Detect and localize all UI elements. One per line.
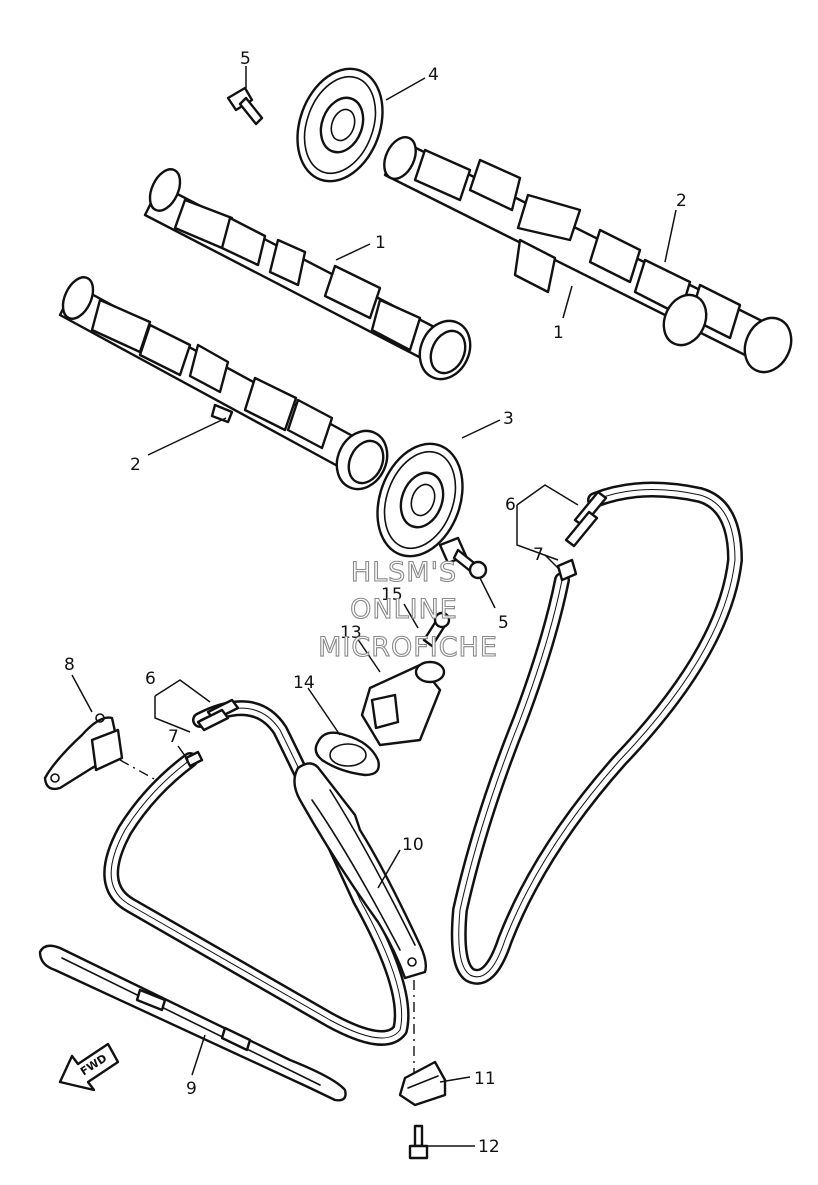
callout-11: 11 xyxy=(474,1069,496,1089)
guide-8-centerline xyxy=(119,759,166,786)
cam-sprocket-4 xyxy=(296,67,384,183)
callout-2-left: 2 xyxy=(130,455,141,475)
callout-14: 14 xyxy=(293,673,315,693)
watermark: HLSM'S ONLINE MICROFICHE xyxy=(318,556,498,663)
callout-9: 9 xyxy=(186,1079,197,1099)
watermark-line-3: MICROFICHE xyxy=(318,632,498,663)
tensioner-gasket-14 xyxy=(314,731,380,777)
chain-guide-10 xyxy=(293,762,428,980)
callout-6-right: 6 xyxy=(505,495,516,515)
callout-3: 3 xyxy=(503,409,514,429)
bolt-5-top xyxy=(226,86,264,126)
camshaft-2-left xyxy=(58,276,389,491)
callout-2-right: 2 xyxy=(676,191,687,211)
chain-guide-8 xyxy=(43,713,124,791)
forward-arrow-icon: FWD xyxy=(58,1042,120,1092)
callout-labels: 5 4 1 2 1 2 3 5 15 13 14 8 6 7 6 7 10 9 … xyxy=(64,49,687,1157)
callout-12: 12 xyxy=(478,1137,500,1157)
bolt-15 xyxy=(422,611,451,648)
chain-guide-9 xyxy=(38,944,347,1102)
watermark-line-1: HLSM'S xyxy=(351,557,457,588)
bolt-5-middle xyxy=(438,536,488,580)
bolt-12 xyxy=(408,1124,429,1160)
callout-8: 8 xyxy=(64,655,75,675)
callout-5-top: 5 xyxy=(240,49,251,69)
timing-chain-right xyxy=(450,481,743,985)
chain-tensioner-13 xyxy=(360,660,446,747)
timing-chain-left xyxy=(103,698,410,1046)
callout-15: 15 xyxy=(381,585,403,605)
callout-1-left: 1 xyxy=(375,233,386,253)
callout-7-left: 7 xyxy=(168,727,179,747)
cam-sprocket-3 xyxy=(376,442,464,558)
watermark-line-2: ONLINE xyxy=(350,594,458,625)
leader-lines xyxy=(71,66,677,1147)
callout-4: 4 xyxy=(428,65,439,85)
bracket-11 xyxy=(398,1060,447,1107)
callout-1-right: 1 xyxy=(553,323,564,343)
callout-10: 10 xyxy=(402,835,424,855)
camshaft-1-left xyxy=(143,168,472,381)
callout-5-middle: 5 xyxy=(498,613,509,633)
camshaft-right-assembly xyxy=(383,136,793,374)
callout-6-left: 6 xyxy=(145,669,156,689)
callout-13: 13 xyxy=(340,623,362,643)
callout-7-right: 7 xyxy=(533,545,544,565)
